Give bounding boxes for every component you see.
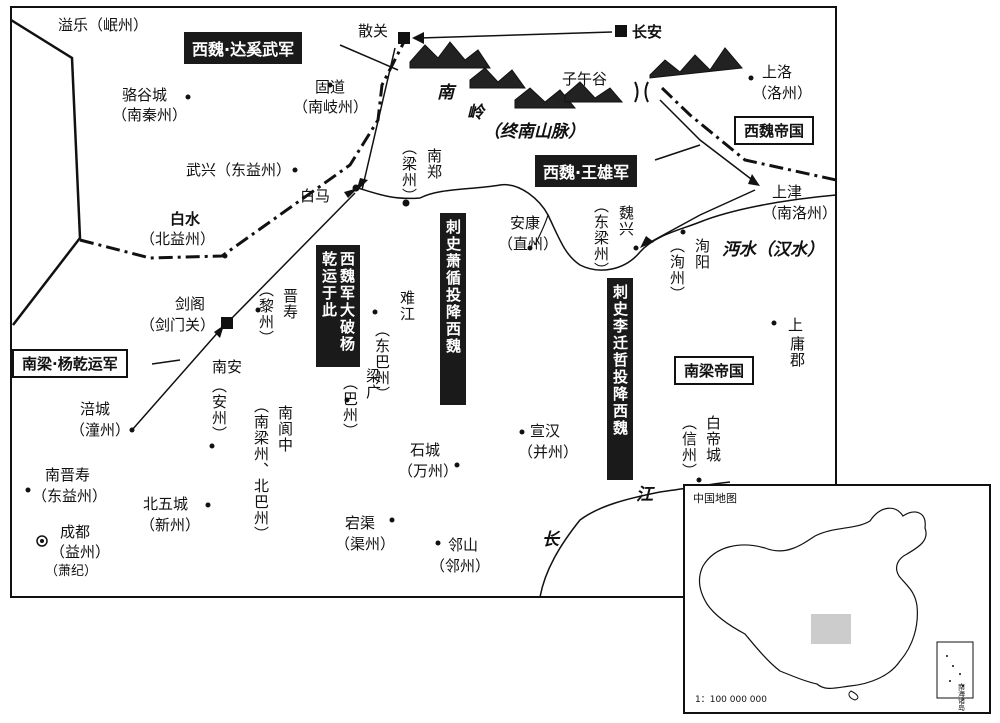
place-shicheng-1: 石城 <box>410 441 441 459</box>
place-dangqu-2: （渠州） <box>335 535 396 553</box>
qinling-mountains <box>409 41 743 109</box>
place-nanan-1: 南安 <box>212 358 243 376</box>
place-baishui-1: 白水 <box>170 210 201 228</box>
place-beiwu-2: （新州） <box>140 516 201 534</box>
inset-highlight <box>811 614 851 644</box>
inset-scale: 1：100 000 000 <box>695 695 767 705</box>
place-linshan-1: 邻山 <box>448 536 479 554</box>
place-jinshou-2: （黎州） <box>257 282 275 346</box>
place-shangluo-2: （洛州） <box>752 84 813 102</box>
capital-chengdu-dot <box>40 539 44 543</box>
inset-nanhai-label: 南海诸岛 <box>958 683 965 712</box>
place-xuanhan-1: 宣汉 <box>530 422 561 440</box>
place-chengdu-2: （益州） <box>50 543 111 561</box>
place-changan: 长安 <box>632 23 663 41</box>
place-nanzheng-2: （梁州） <box>400 140 418 204</box>
capital-chengdu-ring <box>36 535 48 547</box>
place-shangjin-1: 上津 <box>772 183 803 201</box>
place-jiange-1: 剑阁 <box>175 295 206 313</box>
banner-xiaoxun: 刺史萧循投降西魏 <box>440 213 466 405</box>
terrain-chang: 长 <box>542 530 559 550</box>
boundary-line-west <box>79 39 407 260</box>
place-baima: 白马 <box>300 187 331 205</box>
inset-outline <box>698 507 974 701</box>
place-liangguang-2: （巴州） <box>341 375 359 439</box>
place-weixing-1: 魏兴 <box>617 205 635 237</box>
place-luogu-1: 骆谷城 <box>122 86 168 104</box>
place-xunyang-2: （洵州） <box>668 238 686 302</box>
boundary-line-east <box>660 86 837 182</box>
place-shicheng-2: （万州） <box>398 462 459 480</box>
fortress-changan <box>615 25 627 37</box>
inset-nanhai-box <box>936 641 974 699</box>
place-liangguang-1: 梁广 <box>364 368 382 400</box>
banner-yang-defeat: 西魏军大破杨乾运于此 <box>316 245 360 367</box>
place-fucheng-2: （潼州） <box>70 421 131 439</box>
empire-west-wei: 西魏帝国 <box>734 116 815 145</box>
inset-title: 中国地图 <box>693 492 737 505</box>
place-baishui-2: （北益州） <box>140 230 216 248</box>
army-label-yangqianyun: 南梁·杨乾运军 <box>12 349 128 378</box>
place-xunyang-1: 洵阳 <box>693 238 711 270</box>
terrain-nan: 南 <box>437 83 454 103</box>
banner-liqianzhe: 刺史李迁哲投降西魏 <box>607 278 633 480</box>
place-chengdu-3: （萧纪） <box>45 564 98 579</box>
place-ziwu: 子午谷 <box>562 70 608 88</box>
terrain-jiang: 江 <box>636 485 653 505</box>
place-shangyong-2: 庸郡 <box>788 336 806 368</box>
terrain-zhongnan: （终南山脉） <box>483 122 585 142</box>
city-dots <box>25 75 777 546</box>
place-weixing-2: （东梁州） <box>592 198 610 278</box>
place-nanzheng-1: 南郑 <box>425 148 443 180</box>
place-nanan-2: （安州） <box>210 378 228 442</box>
fortress-sanguan <box>398 32 410 44</box>
place-nanjiang-2: （东巴州） <box>373 322 391 402</box>
place-nanjinshou-2: （东益州） <box>32 487 108 505</box>
place-sanguan: 散关 <box>358 22 389 40</box>
empire-south-liang: 南梁帝国 <box>674 356 755 385</box>
place-beiwu-1: 北五城 <box>143 495 189 513</box>
place-jiange-2: （剑门关） <box>140 316 216 334</box>
han-river <box>357 183 837 271</box>
place-shangyong-1: 上 <box>788 316 804 334</box>
pointer-lines <box>151 44 701 365</box>
place-wuxing: 武兴（东益州） <box>186 161 292 179</box>
place-langzhong-1: 南阆中 <box>276 405 294 453</box>
army-label-wangxiong: 西魏·王雄军 <box>535 155 638 187</box>
place-baidi-1: 白帝城 <box>704 415 722 463</box>
tributary <box>534 214 549 246</box>
place-nanjiang-1: 难江 <box>398 290 416 322</box>
place-ankang-1: 安康 <box>510 214 541 232</box>
place-luogu-2: （南秦州） <box>112 106 188 124</box>
place-ankang-2: （直州） <box>498 235 559 253</box>
place-jinshou-1: 晋寿 <box>281 288 299 320</box>
place-nanjinshou-1: 南晋寿 <box>45 466 91 484</box>
place-yile: 溢乐（岷州） <box>58 16 149 34</box>
place-xuanhan-2: （并州） <box>518 443 579 461</box>
place-gudao-2: （南岐州） <box>293 98 369 116</box>
place-shangluo-1: 上洛 <box>762 63 793 81</box>
place-langzhong-2: （南梁州、北巴州） <box>252 398 270 542</box>
place-gudao-1: 固道 <box>315 78 346 96</box>
inset-china-map: 中国地图 南海诸岛 1：100 000 000 <box>683 484 991 714</box>
terrain-ling: 岭 <box>467 103 484 123</box>
place-fucheng-1: 涪城 <box>80 400 111 418</box>
place-dangqu-1: 宕渠 <box>345 514 376 532</box>
place-linshan-2: （邻州） <box>430 557 491 575</box>
army-routes <box>131 31 756 431</box>
place-shangjin-2: （南洛州） <box>762 204 838 222</box>
place-chengdu-1: 成都 <box>60 523 91 541</box>
ziwu-pass-marks <box>634 81 649 103</box>
army-label-daxiwu: 西魏·达奚武军 <box>184 32 303 64</box>
place-baidi-2: （信州） <box>680 415 698 479</box>
left-border <box>10 18 82 326</box>
fortress-jiange <box>221 317 233 329</box>
map-frame <box>10 6 837 598</box>
terrain-mianshui: 沔水（汉水） <box>722 240 824 260</box>
